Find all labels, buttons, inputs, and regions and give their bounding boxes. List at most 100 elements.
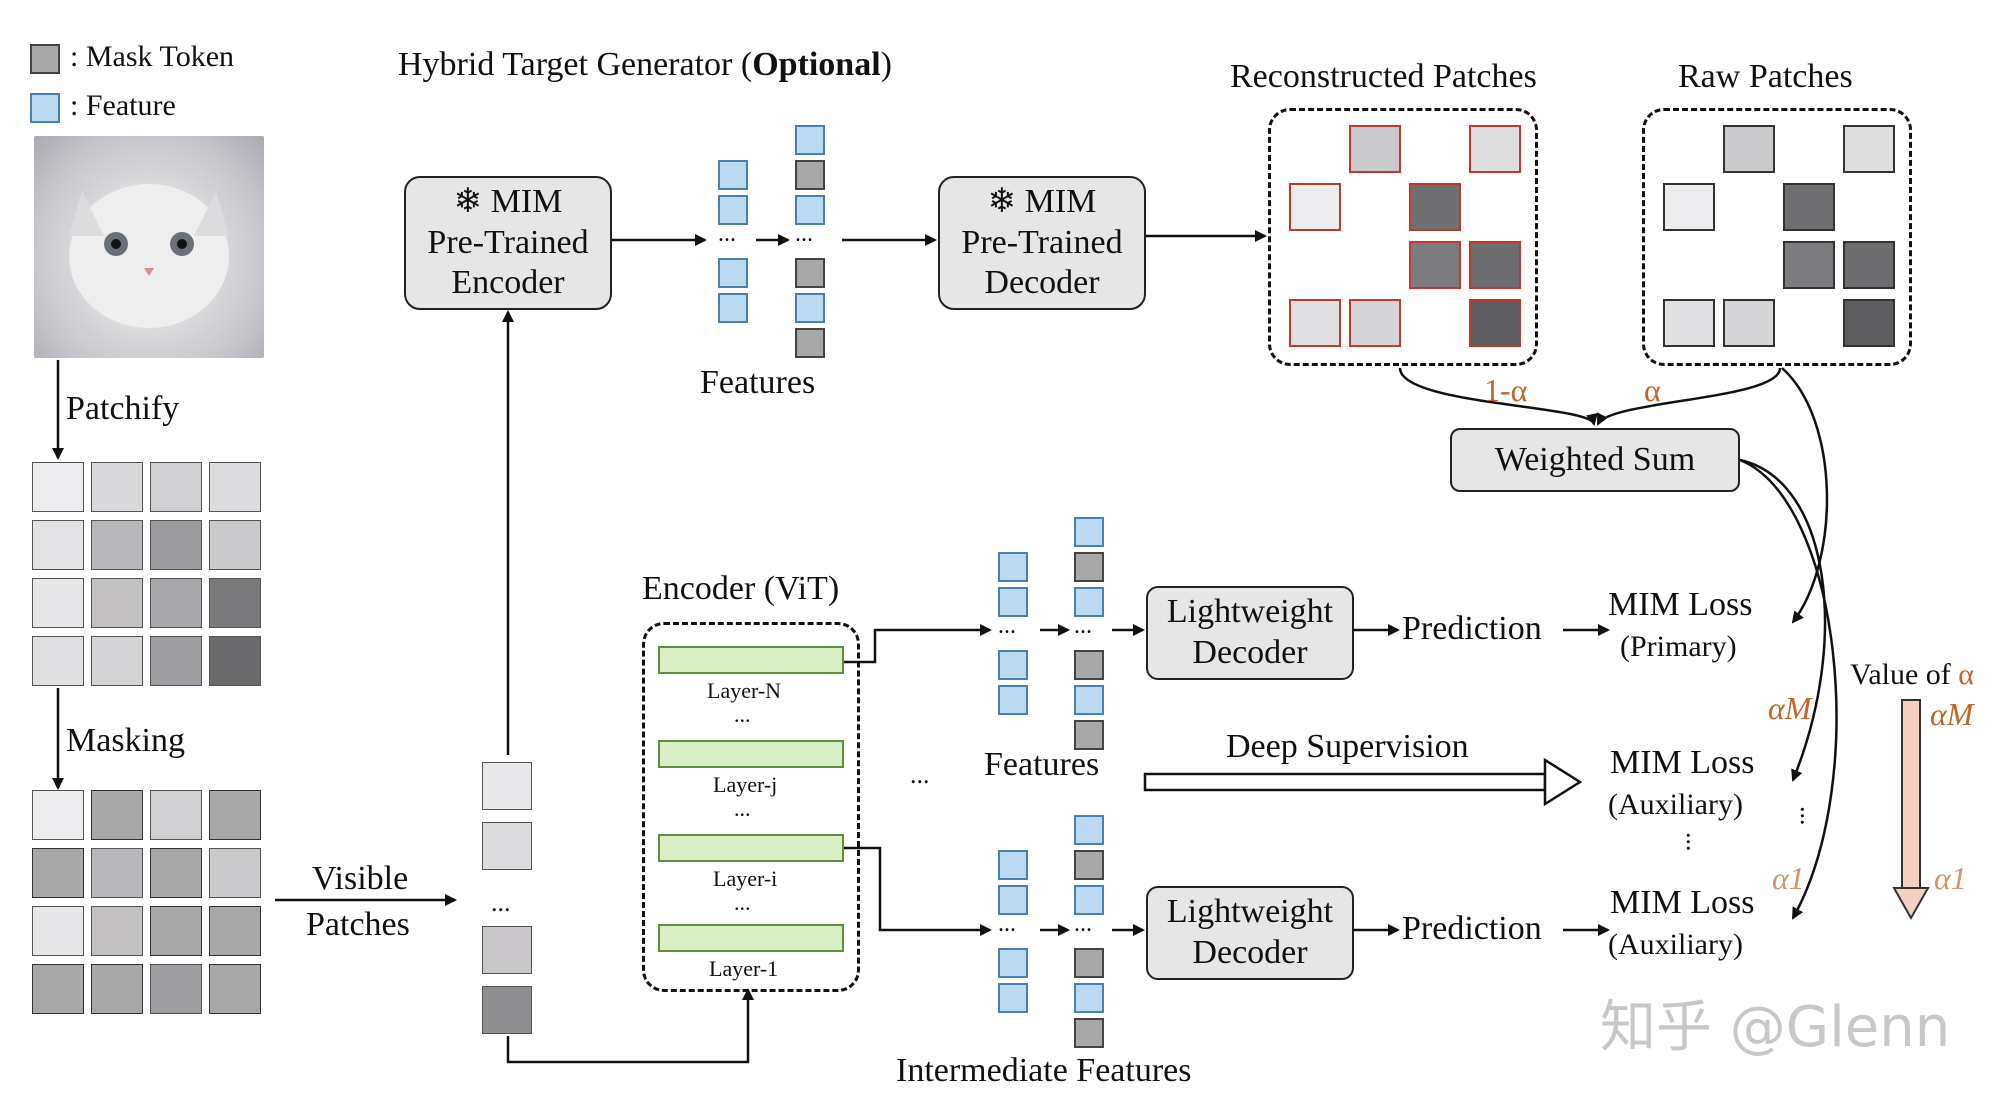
lightweight-decoder-top: Lightweight Decoder [1146,586,1354,680]
alpha-m-label-loss: αM [1768,690,1812,726]
features-ellipsis: ... [1074,911,1092,937]
encoder-ellipsis: ... [734,702,751,727]
image-patch [91,848,143,898]
image-patch [91,906,143,956]
masked-patch [32,848,84,898]
encoder-layer-j [658,740,844,768]
masked-patch [150,848,202,898]
encoder-vit-group [642,622,860,992]
mask-token [1074,1018,1104,1048]
image-patch [150,790,202,840]
reconstructed-patches-group [1268,108,1538,366]
image-patch [91,520,143,570]
image-patch [32,578,84,628]
encoder-ellipsis: ... [734,796,751,821]
image-patch [209,462,261,512]
deep-supervision-label: Deep Supervision [1226,728,1469,765]
hybrid-generator-title: Hybrid Target Generator (Optional) [398,46,892,83]
encoder-layer-n-label: Layer-N [707,678,782,703]
image-patch [150,520,202,570]
feature-token [718,293,748,323]
alpha-scale-bottom-label: α1 [1934,860,1967,896]
visible-patch [482,762,532,810]
masked-patch [209,964,261,1014]
watermark: 知乎 @Glenn [1600,995,1951,1060]
mim-loss-aux-bottom-line2: (Auxiliary) [1608,928,1743,961]
mask-token [1074,948,1104,978]
feature-token [795,293,825,323]
feature-token [998,983,1028,1013]
feature-token [998,552,1028,582]
image-patch [32,462,84,512]
mim-loss-primary-line1: MIM Loss [1608,586,1753,623]
features-ellipsis: ... [1074,613,1092,639]
visible-patches-label-2: Patches [306,906,410,943]
feature-token [718,195,748,225]
masked-patch [209,790,261,840]
mask-token [795,258,825,288]
lightweight-decoder-bottom: Lightweight Decoder [1146,886,1354,980]
encoder-layer-1 [658,924,844,952]
visible-patches-label-1: Visible [312,860,409,897]
features-ellipsis: ... [998,613,1016,639]
middle-ellipsis: ... [910,760,930,789]
masked-patch [209,906,261,956]
image-patch [150,964,202,1014]
snowflake-icon: ❄ [987,182,1017,220]
mask-token [1074,650,1104,680]
mim-loss-aux-mid-line1: MIM Loss [1610,744,1755,781]
one-minus-alpha-label: 1-α [1484,372,1528,408]
alpha-scale-top-label: αM [1930,696,1974,732]
image-patch [209,578,261,628]
visible-patch [482,926,532,974]
snowflake-icon: ❄ [453,182,483,220]
intermediate-features-label: Intermediate Features [896,1052,1192,1089]
legend-mask-token-swatch [30,44,60,74]
visible-patch-ellipsis: ... [491,888,511,917]
image-patch [150,578,202,628]
alpha-label: α [1644,372,1661,408]
masked-patch [150,906,202,956]
alpha-1-label-loss: α1 [1772,860,1805,896]
mask-token [1074,850,1104,880]
feature-token [1074,885,1104,915]
mim-pretrained-encoder: ❄ MIM Pre-Trained Encoder [404,176,612,310]
feature-token [1074,815,1104,845]
feature-token [998,948,1028,978]
feature-token [718,160,748,190]
features-ellipsis: ... [718,221,736,247]
masking-label: Masking [66,722,185,759]
encoder-layer-i-label: Layer-i [713,866,778,891]
alpha-scale-title: Value of α [1850,658,1975,691]
image-patch [32,520,84,570]
image-patch [32,790,84,840]
feature-token [998,650,1028,680]
feature-token [795,195,825,225]
raw-patches-group [1642,108,1912,366]
masked-patch [91,964,143,1014]
image-patch [32,906,84,956]
feature-token [998,685,1028,715]
encoder-layer-i [658,834,844,862]
image-patch [91,636,143,686]
patchify-label: Patchify [66,390,180,427]
encoder-layer-n [658,646,844,674]
mim-loss-aux-mid-line2: (Auxiliary) [1608,788,1743,821]
feature-token [718,258,748,288]
visible-patch [482,822,532,870]
encoder-layer-j-label: Layer-j [713,772,778,797]
masked-patch [91,790,143,840]
image-patch [32,636,84,686]
alpha-vertical-ellipsis: ... [1795,806,1824,826]
mask-token [795,160,825,190]
reconstructed-patches-label: Reconstructed Patches [1230,58,1537,95]
encoder-layer-1-label: Layer-1 [709,956,779,981]
visible-patch [482,986,532,1034]
image-patch [150,462,202,512]
feature-token [998,850,1028,880]
legend-mask-token-label: : Mask Token [70,40,235,73]
feature-token [998,587,1028,617]
loss-vertical-ellipsis: ... [1681,832,1710,852]
encoder-features-label: Features [984,746,1100,783]
